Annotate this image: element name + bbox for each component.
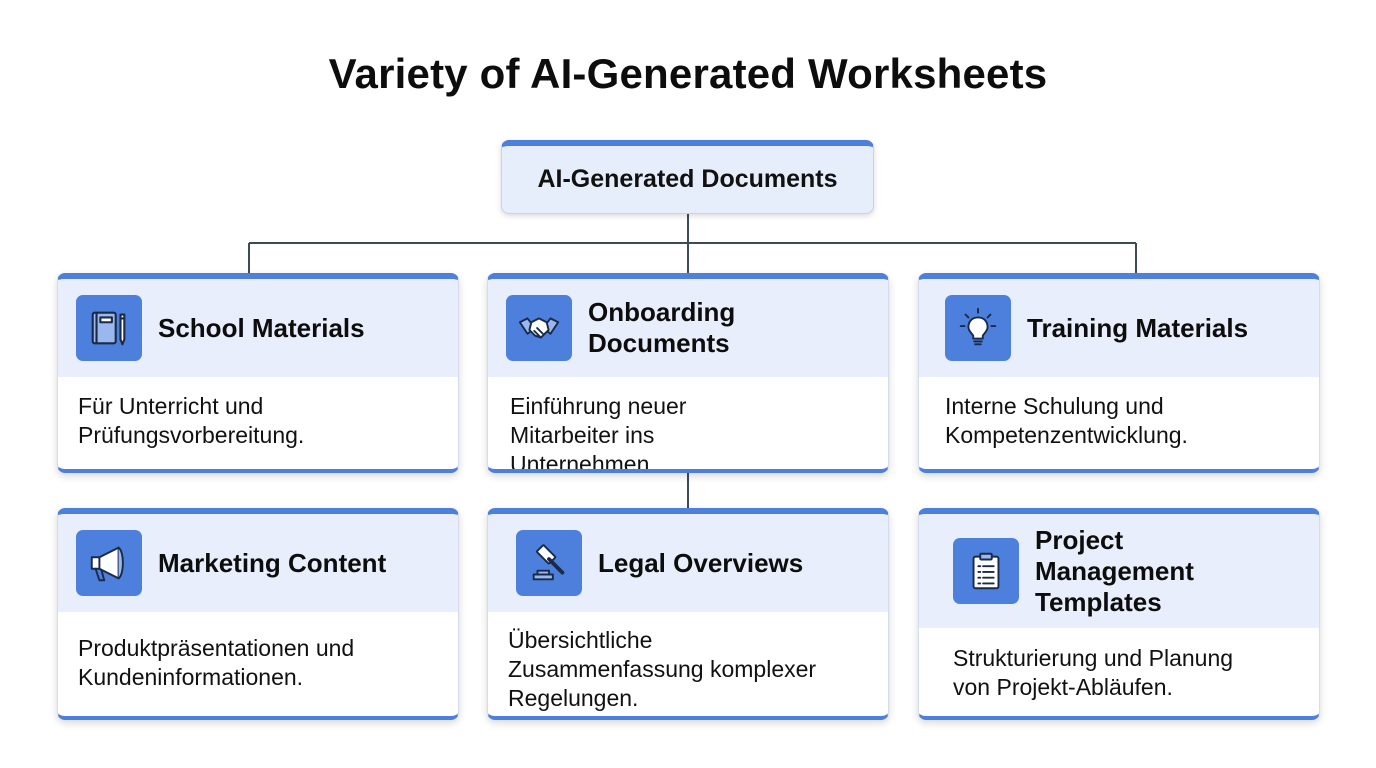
card-header: Training Materials xyxy=(919,279,1319,377)
card-school-materials: School Materials Für Unterricht und Prüf… xyxy=(57,273,459,473)
card-description: Interne Schulung und Kompetenzentwicklun… xyxy=(945,393,1188,448)
card-description: Einführung neuer Mitarbeiter ins Unterne… xyxy=(510,393,687,473)
handshake-icon xyxy=(506,295,572,361)
card-description: Übersichtliche Zusammenfassung komplexer… xyxy=(508,627,817,711)
card-header: Legal Overviews xyxy=(488,514,888,612)
card-header: Marketing Content xyxy=(58,514,458,612)
card-training-materials: Training Materials Interne Schulung und … xyxy=(918,273,1320,473)
card-title: Training Materials xyxy=(1027,312,1249,343)
card-title: Legal Overviews xyxy=(598,547,804,578)
card-header: Project Management Templates xyxy=(919,514,1319,628)
card-description: Strukturierung und Planung von Projekt-A… xyxy=(953,645,1234,700)
card-title: Onboarding Documents xyxy=(588,297,736,358)
root-node: AI-Generated Documents xyxy=(501,140,874,214)
card-title: School Materials xyxy=(158,312,365,343)
card-header: School Materials xyxy=(58,279,458,377)
lightbulb-icon xyxy=(945,295,1011,361)
root-node-label: AI-Generated Documents xyxy=(537,165,838,193)
card-marketing-content: Marketing Content Produktpräsentationen … xyxy=(57,508,459,720)
card-project-management-templates: Project Management Templates Strukturier… xyxy=(918,508,1320,720)
clipboard-icon xyxy=(953,538,1019,604)
card-description: Für Unterricht und Prüfungsvorbereitung. xyxy=(78,393,305,448)
page-title: Variety of AI-Generated Worksheets xyxy=(328,50,1048,97)
card-header: Onboarding Documents xyxy=(488,279,888,377)
card-legal-overviews: Legal Overviews Übersichtliche Zusammenf… xyxy=(487,508,889,720)
card-title: Marketing Content xyxy=(158,547,387,578)
megaphone-icon xyxy=(76,530,142,596)
gavel-icon xyxy=(516,530,582,596)
card-description: Produktpräsentationen und Kundeninformat… xyxy=(78,635,355,690)
card-title: Project Management Templates xyxy=(1035,524,1194,617)
card-onboarding-documents: Onboarding Documents Einführung neuer Mi… xyxy=(487,273,889,473)
book-pencil-icon xyxy=(76,295,142,361)
